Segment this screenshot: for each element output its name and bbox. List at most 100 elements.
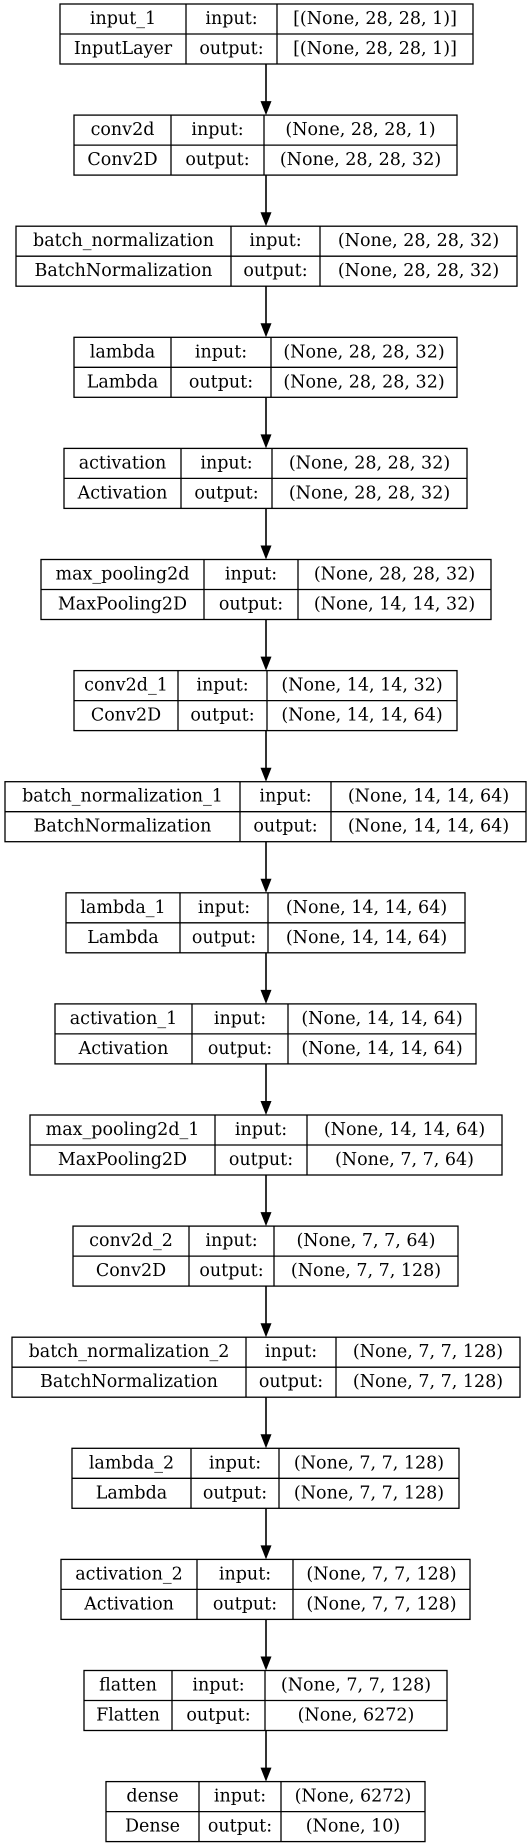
- edge-arrow: [260, 1508, 272, 1560]
- edge-arrow: [260, 1175, 272, 1227]
- edge-arrow: [260, 619, 272, 671]
- layer-node-max_pooling2d_1: max_pooling2d_1MaxPooling2Dinput:output:…: [29, 1114, 503, 1176]
- input-shape: (None, 7, 7, 64): [296, 1231, 435, 1251]
- input-port-label: input:: [235, 1120, 287, 1140]
- output-port-label: output:: [208, 1039, 272, 1059]
- layer-name: flatten: [99, 1676, 157, 1696]
- layer-name: activation_2: [75, 1564, 183, 1584]
- input-port-label: input:: [225, 565, 277, 585]
- input-port-label: input:: [198, 898, 250, 918]
- layer-node-batch_normalization_1: batch_normalization_1BatchNormalizationi…: [4, 781, 527, 843]
- layer-class: Lambda: [87, 928, 159, 948]
- layer-name: lambda_1: [80, 898, 165, 918]
- output-port-label: output:: [208, 1817, 272, 1837]
- layer-class: Dense: [125, 1817, 180, 1837]
- output-port-label: output:: [253, 817, 317, 837]
- layer-node-activation: activationActivationinput:output:(None, …: [63, 447, 468, 510]
- input-port-label: input:: [265, 1342, 317, 1362]
- edge-arrow: [260, 1063, 272, 1115]
- layer-name: batch_normalization_2: [29, 1342, 230, 1362]
- input-port-label: input:: [195, 342, 247, 362]
- input-port-label: input:: [249, 231, 301, 251]
- input-shape: (None, 28, 28, 32): [283, 342, 444, 362]
- layer-name: conv2d_1: [84, 676, 168, 696]
- input-shape: (None, 7, 7, 128): [294, 1453, 444, 1473]
- input-shape: (None, 14, 14, 64): [301, 1009, 462, 1029]
- input-port-label: input:: [219, 1564, 271, 1584]
- input-port-label: input:: [209, 1453, 261, 1473]
- layer-name: max_pooling2d: [56, 565, 190, 585]
- output-port-label: output:: [189, 372, 253, 392]
- layer-name: input_1: [90, 9, 156, 29]
- input-port-label: input:: [191, 120, 243, 140]
- edge-arrow: [260, 730, 272, 782]
- output-shape: (None, 7, 7, 128): [353, 1372, 503, 1392]
- layer-node-activation_2: activation_2Activationinput:output:(None…: [60, 1558, 471, 1621]
- input-shape: (None, 14, 14, 64): [286, 898, 447, 918]
- layer-node-batch_normalization_2: batch_normalization_2BatchNormalizationi…: [11, 1336, 521, 1398]
- output-port-label: output:: [190, 706, 254, 726]
- output-shape: (None, 14, 14, 32): [314, 595, 475, 615]
- layer-class: MaxPooling2D: [58, 595, 187, 615]
- layer-class: Activation: [83, 1594, 174, 1614]
- layer-class: Conv2D: [91, 706, 161, 726]
- output-port-label: output:: [199, 1261, 263, 1281]
- output-shape: (None, 7, 7, 64): [335, 1150, 474, 1170]
- input-shape: (None, 28, 28, 32): [338, 231, 499, 251]
- layer-class: BatchNormalization: [34, 817, 212, 837]
- output-port-label: output:: [194, 483, 258, 503]
- output-port-label: output:: [199, 39, 263, 59]
- edge-arrow: [260, 1286, 272, 1338]
- input-shape: (None, 6272): [295, 1787, 412, 1807]
- input-shape: (None, 7, 7, 128): [281, 1676, 431, 1696]
- layer-class: BatchNormalization: [35, 261, 213, 281]
- layer-class: Activation: [78, 1039, 169, 1059]
- input-shape: (None, 14, 14, 64): [324, 1120, 485, 1140]
- input-port-label: input:: [205, 9, 257, 29]
- output-shape: (None, 10): [306, 1817, 401, 1837]
- output-port-label: output:: [219, 595, 283, 615]
- edge-arrow: [260, 175, 272, 227]
- output-port-label: output:: [259, 1372, 323, 1392]
- layer-class: Conv2D: [87, 150, 157, 170]
- layer-class: Lambda: [96, 1483, 168, 1503]
- edge-arrow: [260, 64, 272, 116]
- input-port-label: input:: [200, 453, 252, 473]
- edge-arrow: [260, 1730, 272, 1782]
- output-shape: (None, 28, 28, 32): [280, 150, 441, 170]
- layer-class: Conv2D: [96, 1261, 166, 1281]
- input-port-label: input:: [214, 1787, 266, 1807]
- output-port-label: output:: [203, 1483, 267, 1503]
- input-port-label: input:: [259, 787, 311, 807]
- output-shape: [(None, 28, 28, 1)]: [293, 39, 457, 59]
- input-port-label: input:: [205, 1231, 257, 1251]
- output-port-label: output:: [243, 261, 307, 281]
- layer-name: batch_normalization: [33, 231, 214, 251]
- layer-name: lambda: [90, 342, 155, 362]
- output-port-label: output:: [185, 150, 249, 170]
- input-shape: (None, 28, 28, 32): [289, 453, 450, 473]
- input-shape: (None, 28, 28, 1): [285, 120, 435, 140]
- input-shape: (None, 14, 14, 32): [281, 676, 442, 696]
- output-port-label: output:: [192, 928, 256, 948]
- input-shape: (None, 7, 7, 128): [353, 1342, 503, 1362]
- edge-arrow: [260, 952, 272, 1004]
- edge-arrow: [260, 397, 272, 449]
- input-port-label: input:: [214, 1009, 266, 1029]
- output-shape: (None, 7, 7, 128): [294, 1483, 444, 1503]
- layer-node-activation_1: activation_1Activationinput:output:(None…: [54, 1003, 477, 1065]
- output-port-label: output:: [229, 1150, 293, 1170]
- output-shape: (None, 28, 28, 32): [338, 261, 499, 281]
- output-shape: (None, 6272): [298, 1706, 415, 1726]
- layer-class: Activation: [77, 483, 168, 503]
- layer-name: conv2d_2: [89, 1231, 173, 1251]
- layer-class: InputLayer: [74, 39, 173, 59]
